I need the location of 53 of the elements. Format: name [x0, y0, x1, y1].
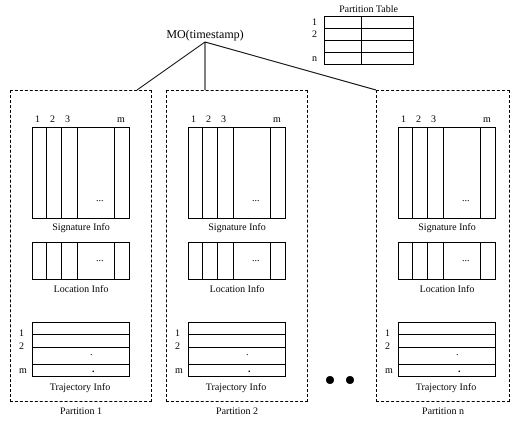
partition-caption: Partition 2 — [215, 406, 259, 418]
column-number: 3 — [431, 115, 436, 125]
row-number: m — [19, 366, 27, 376]
column-number: 2 — [206, 115, 211, 125]
ellipsis: ... — [462, 254, 470, 264]
column-number: 2 — [416, 115, 421, 125]
row-number: 2 — [385, 342, 390, 352]
ellipsis: ... — [252, 254, 260, 264]
column-number: 2 — [50, 115, 55, 125]
column-number: m — [483, 115, 491, 125]
table-caption: Trajectory Info — [48, 382, 112, 394]
row-number: 1 — [385, 329, 390, 339]
node-label: MO(timestamp) — [166, 26, 244, 42]
table-caption: Location Info — [52, 284, 110, 296]
dot-mark: . — [92, 365, 94, 375]
row-number: 2 — [175, 342, 180, 352]
column-number: 1 — [191, 115, 196, 125]
row-number: n — [312, 54, 317, 64]
table-caption: Location Info — [208, 284, 266, 296]
row-number: 1 — [312, 18, 317, 28]
table-caption: Trajectory Info — [204, 382, 268, 394]
row-number: m — [175, 366, 183, 376]
dot-mark: . — [248, 365, 250, 375]
connector-line — [136, 42, 206, 90]
column-number: m — [117, 115, 125, 125]
partition-caption: Partition n — [421, 406, 465, 418]
table-caption: Trajectory Info — [414, 382, 478, 394]
table-caption: Signature Info — [417, 222, 477, 234]
row-number: 1 — [175, 329, 180, 339]
table-caption: Signature Info — [207, 222, 267, 234]
connector-line — [204, 42, 376, 90]
row-number: 2 — [312, 30, 317, 40]
dot-mark: . — [458, 365, 460, 375]
connector-line — [204, 42, 206, 90]
row-number: m — [385, 366, 393, 376]
row-number: 1 — [19, 329, 24, 339]
dot-mark: . — [456, 348, 458, 358]
partition-caption: Partition 1 — [59, 406, 103, 418]
table-title: Partition Table — [338, 5, 399, 15]
ellipsis: ... — [96, 194, 104, 204]
ellipsis: ... — [252, 194, 260, 204]
column-number: 3 — [221, 115, 226, 125]
ellipsis: ... — [96, 254, 104, 264]
ellipsis: ... — [462, 194, 470, 204]
column-number: 3 — [65, 115, 70, 125]
dot-mark: . — [246, 348, 248, 358]
column-number: 1 — [401, 115, 406, 125]
column-number: 1 — [35, 115, 40, 125]
row-number: 2 — [19, 342, 24, 352]
dot-mark: . — [90, 348, 92, 358]
column-number: m — [273, 115, 281, 125]
table-caption: Location Info — [418, 284, 476, 296]
table-caption: Signature Info — [51, 222, 111, 234]
